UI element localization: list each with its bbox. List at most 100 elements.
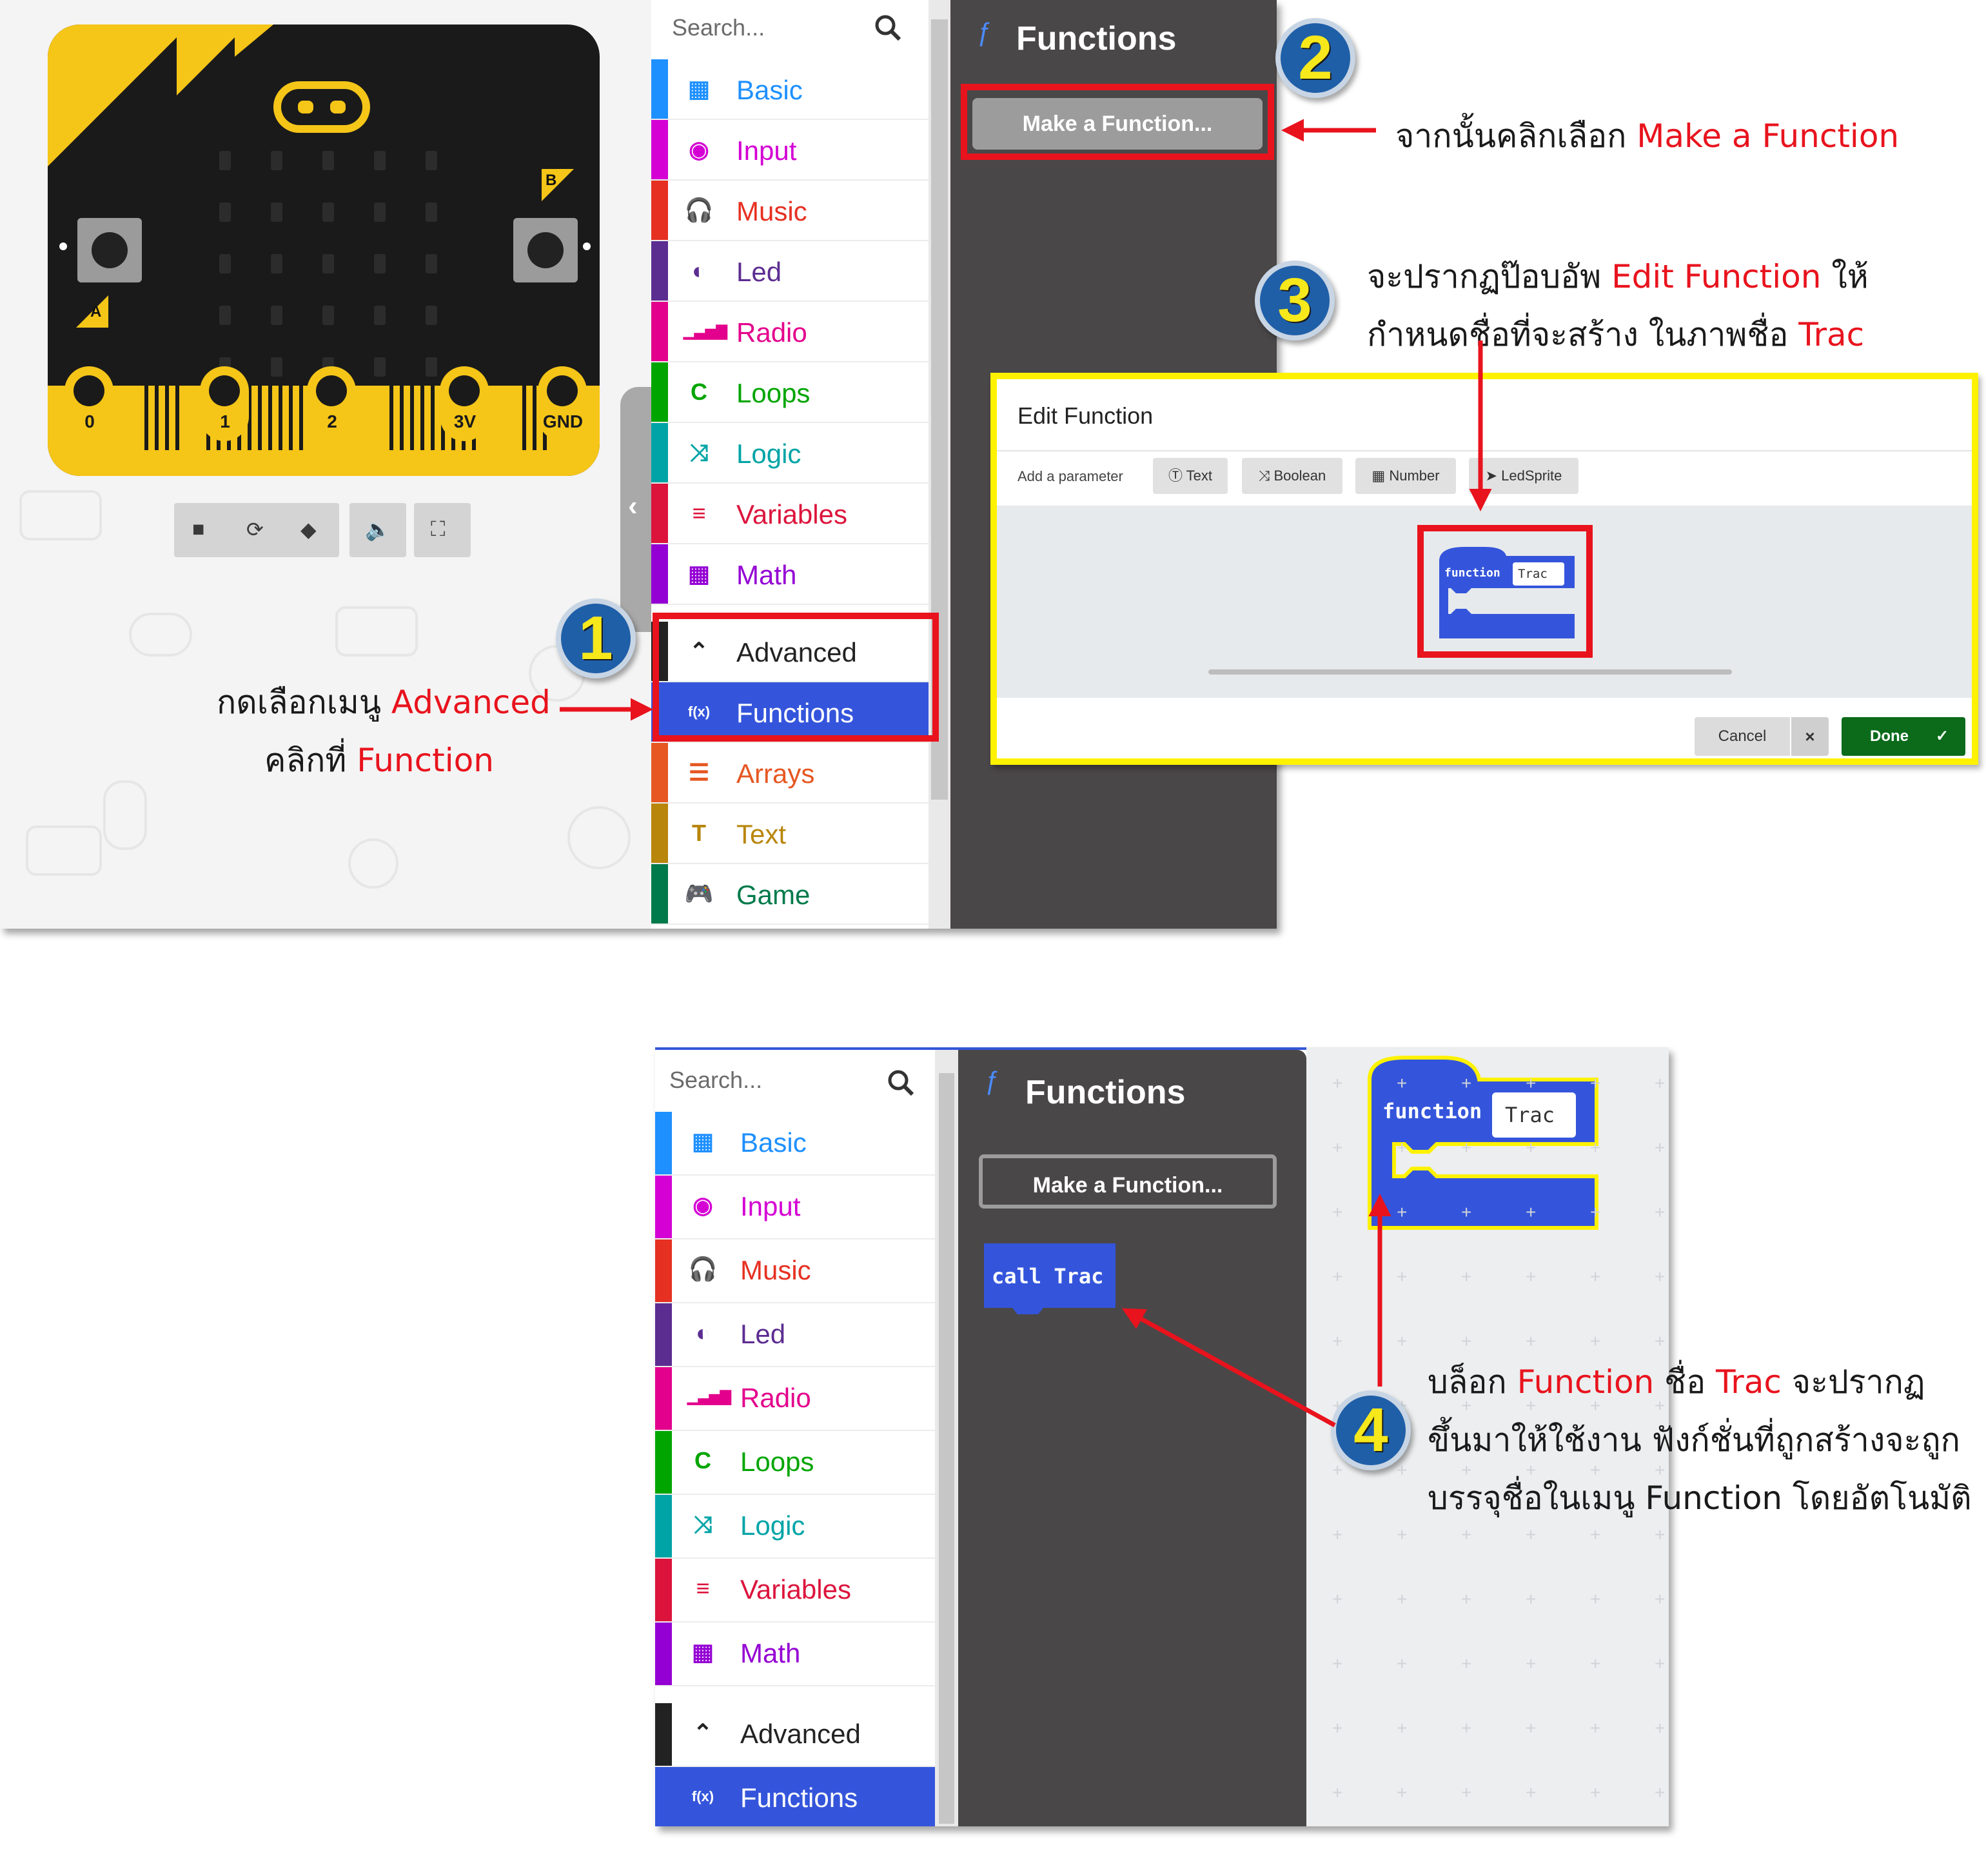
- toolbox-category-led[interactable]: ◐Led: [655, 1303, 935, 1367]
- add-text-param-button[interactable]: Ⓣ Text: [1153, 458, 1228, 494]
- workspace-grid-mark: +: [1590, 1267, 1601, 1287]
- category-label: Input: [736, 135, 797, 166]
- code-workspace[interactable]: function Trac ++++++++++++++++++++++++++…: [1306, 1047, 1669, 1826]
- mute-button[interactable]: 🔈: [349, 503, 406, 557]
- pin-gnd[interactable]: [538, 366, 587, 441]
- fullscreen-button[interactable]: ⛶: [414, 503, 471, 557]
- category-label: Basic: [736, 75, 803, 105]
- workspace-grid-mark: +: [1397, 1267, 1408, 1287]
- toolbox-category-music[interactable]: 🎧Music: [651, 181, 929, 241]
- make-function-button[interactable]: Make a Function...: [979, 1154, 1277, 1209]
- workspace-grid-mark: +: [1332, 1460, 1343, 1480]
- pin-1[interactable]: [200, 366, 249, 441]
- toolbox-category-basic[interactable]: ▦ Basic: [651, 59, 929, 120]
- background-pattern: [19, 490, 102, 540]
- board-logo-icon: [273, 81, 370, 133]
- step-badge-4: 4: [1331, 1390, 1411, 1470]
- search-box[interactable]: Search...: [655, 1050, 935, 1109]
- toolbox-scrollbar[interactable]: [939, 1073, 954, 1824]
- toolbox-category-music[interactable]: 🎧Music: [655, 1239, 935, 1303]
- led: [374, 357, 386, 377]
- toolbox-category-advanced[interactable]: ⌃Advanced: [655, 1703, 935, 1767]
- dialog-block-canvas: [997, 506, 1972, 698]
- button-b[interactable]: [513, 218, 578, 282]
- stop-icon[interactable]: ■: [192, 517, 205, 540]
- search-input[interactable]: Search...: [669, 1067, 763, 1093]
- toolbox-category-logic[interactable]: ⤨Logic: [651, 423, 929, 484]
- annotation-step4-line1: บล็อก Function ชื่อ Trac จะปรากฏ: [1428, 1363, 1925, 1401]
- function-name-field[interactable]: Trac: [1505, 1103, 1555, 1127]
- function-definition-block[interactable]: function Trac: [1366, 1054, 1604, 1234]
- led: [426, 202, 437, 222]
- category-label: Advanced: [740, 1719, 861, 1749]
- toolbox-category-functions[interactable]: f(x)Functions: [651, 682, 929, 743]
- toolbox-category-radio[interactable]: ▁▃▅▇Radio: [655, 1367, 935, 1431]
- toolbox-category-radio[interactable]: ▁▃▅▇Radio: [651, 302, 929, 362]
- refresh-icon: C: [691, 379, 707, 405]
- workspace-grid-mark: +: [1461, 1525, 1472, 1545]
- toolbox-category-game[interactable]: 🎮Game: [651, 864, 929, 925]
- workspace-grid-mark: +: [1655, 1782, 1666, 1802]
- restart-icon[interactable]: ⟳: [246, 518, 264, 541]
- function-definition-block[interactable]: function Trac: [1433, 542, 1581, 651]
- gamepad-icon: 🎮: [684, 880, 714, 907]
- toolbox-category-advanced[interactable]: ⌃Advanced: [651, 622, 929, 682]
- annotation-step3-line1: จะปรากฏป๊อบอัพ Edit Function ให้: [1367, 258, 1869, 295]
- close-icon[interactable]: ×: [1791, 717, 1829, 756]
- add-parameter-label: Add a parameter: [1018, 468, 1123, 484]
- toolbox-category-input[interactable]: ◉Input: [651, 120, 929, 181]
- toolbox-category-math[interactable]: ▦Math: [655, 1623, 935, 1686]
- category-label: Math: [740, 1638, 801, 1668]
- done-button[interactable]: Done✓: [1842, 717, 1965, 756]
- collapse-simulator-button[interactable]: ‹: [620, 387, 653, 632]
- pin-2[interactable]: [307, 366, 356, 441]
- text-icon: Ⓣ: [1168, 468, 1186, 484]
- workspace-grid-mark: +: [1655, 1525, 1666, 1545]
- toolbox-category-math[interactable]: ▦Math: [651, 544, 929, 605]
- led: [271, 202, 282, 222]
- category-label: Loops: [736, 378, 811, 408]
- toolbox-category-variables[interactable]: ≡Variables: [651, 484, 929, 544]
- led: [271, 357, 282, 377]
- led: [426, 306, 437, 325]
- toolbox-category-input[interactable]: ◉Input: [655, 1176, 935, 1239]
- workspace-grid-mark: +: [1332, 1782, 1343, 1802]
- toolbox-category-basic[interactable]: ▦Basic: [655, 1112, 935, 1176]
- grid-icon: ▦: [687, 75, 710, 102]
- simulator-controls: ■ ⟳ ◆: [174, 503, 339, 557]
- category-label: Radio: [740, 1383, 811, 1413]
- make-function-button[interactable]: Make a Function...: [972, 98, 1263, 150]
- led: [374, 306, 386, 325]
- workspace-grid-mark: +: [1655, 1202, 1666, 1222]
- call-function-block[interactable]: call Trac: [979, 1243, 1121, 1321]
- list-icon: ☰: [688, 759, 710, 785]
- add-boolean-param-button[interactable]: ⤨ Boolean: [1242, 458, 1342, 494]
- button-a[interactable]: [77, 218, 142, 282]
- search-icon[interactable]: [873, 13, 903, 43]
- add-number-param-button[interactable]: ▦ Number: [1355, 458, 1456, 494]
- slow-motion-icon[interactable]: ◆: [300, 518, 317, 541]
- toolbox-category-logic[interactable]: ⤨Logic: [655, 1495, 935, 1559]
- led: [219, 202, 231, 222]
- workspace-grid-mark: +: [1655, 1138, 1666, 1158]
- search-input[interactable]: Search...: [672, 14, 765, 41]
- toolbox-category-variables[interactable]: ≡Variables: [655, 1559, 935, 1623]
- workspace-grid-mark: +: [1397, 1331, 1408, 1351]
- toolbox-category-loops[interactable]: C Loops: [651, 362, 929, 423]
- toolbox-category-arrays[interactable]: ☰Arrays: [651, 743, 929, 804]
- toolbox-category-led[interactable]: ◐Led: [651, 241, 929, 302]
- toolbox-category-functions[interactable]: f(x)Functions: [655, 1767, 935, 1826]
- search-icon[interactable]: [886, 1068, 916, 1098]
- add-ledsprite-param-button[interactable]: ➤ LedSprite: [1469, 458, 1578, 494]
- pin-0[interactable]: [64, 366, 113, 441]
- microbit-board[interactable]: A B 0 1 2 3V GND: [48, 25, 600, 476]
- cancel-button[interactable]: Cancel: [1695, 717, 1790, 756]
- function-name-input[interactable]: Trac: [1518, 567, 1548, 581]
- highlight-make-function: [961, 84, 1274, 160]
- search-box[interactable]: Search...: [651, 0, 929, 59]
- speaker-icon: 🔈: [365, 518, 391, 541]
- dialog-scrollbar[interactable]: [1208, 669, 1732, 675]
- pin-3v[interactable]: [440, 366, 489, 441]
